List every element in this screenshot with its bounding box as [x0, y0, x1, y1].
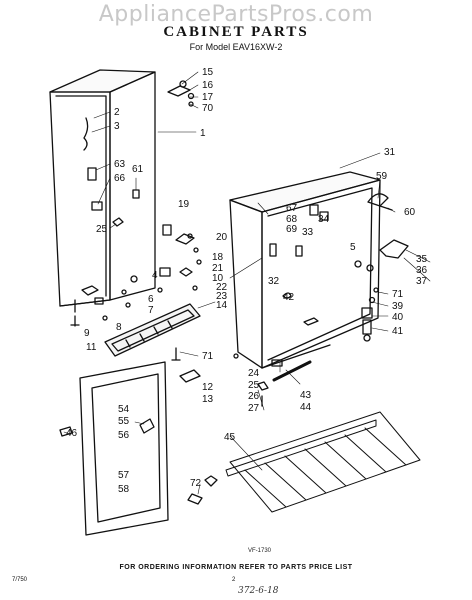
callout-57: 57 [118, 470, 130, 481]
callout-1: 1 [200, 128, 206, 139]
callout-18: 18 [212, 252, 224, 263]
callout-40: 40 [392, 312, 404, 323]
right-cabinet-liner [229, 171, 381, 369]
callout-42: 42 [283, 292, 295, 303]
page-code: 7/750 [12, 577, 28, 583]
left-cabinet-small-parts [70, 117, 202, 327]
callout-22: 22 [216, 282, 228, 293]
callout-8: 8 [116, 322, 122, 333]
left-cabinet-liner [49, 69, 156, 313]
callout-55: 55 [118, 416, 130, 427]
callout-13: 13 [202, 394, 214, 405]
callout-21: 21 [212, 263, 224, 274]
callout-32: 32 [268, 276, 280, 287]
callout-41: 41 [392, 326, 404, 337]
callout-45: 45 [224, 432, 236, 443]
callout-56: 56 [118, 430, 130, 441]
callout-71-center: 71 [202, 351, 214, 362]
callout-25-left: 25 [96, 224, 108, 235]
freezer-lower-parts [233, 353, 312, 407]
callout-43: 43 [300, 390, 312, 401]
callout-10: 10 [212, 273, 224, 284]
callout-9: 9 [84, 328, 90, 339]
figure-code: VF-1730 [248, 548, 272, 554]
callout-44: 44 [300, 402, 312, 413]
callout-17: 17 [202, 92, 214, 103]
callout-15: 15 [202, 67, 214, 78]
wire-shelf-part-45 [225, 411, 421, 513]
callout-labels: 15 16 17 70 1 2 3 63 66 61 25 19 20 18 2… [66, 67, 428, 554]
callout-67: 67 [286, 203, 298, 214]
callout-35: 35 [416, 254, 428, 265]
callout-72: 72 [190, 478, 202, 489]
callout-6: 6 [148, 294, 154, 305]
callout-68: 68 [286, 214, 298, 225]
callout-19: 19 [178, 199, 190, 210]
page-number: 2 [232, 577, 236, 583]
callout-66: 66 [114, 173, 126, 184]
callout-61: 61 [132, 164, 144, 175]
model-subtitle: For Model EAV16XW-2 [189, 42, 283, 52]
diagram-title: CABINET PARTS [163, 24, 309, 40]
callout-69: 69 [286, 224, 298, 235]
callout-7: 7 [148, 305, 154, 316]
callout-4: 4 [152, 270, 158, 281]
callout-3: 3 [114, 121, 120, 132]
handwritten-note: 372-6-18 [238, 586, 279, 596]
callout-70: 70 [202, 103, 214, 114]
callout-20: 20 [216, 232, 228, 243]
callout-24: 24 [248, 368, 260, 379]
callout-16: 16 [202, 80, 214, 91]
callout-14: 14 [216, 300, 228, 311]
callout-37: 37 [416, 276, 428, 287]
hinge-assembly-top [167, 80, 195, 107]
freezer-side-parts [354, 193, 409, 342]
callout-34: 34 [318, 214, 330, 225]
grille-part-14 [104, 303, 201, 357]
callout-25-right: 25 [248, 380, 260, 391]
callout-31: 31 [384, 147, 396, 158]
callout-27: 27 [248, 403, 260, 414]
watermark: AppliancePartsPros.com [98, 2, 374, 27]
callout-leaders [63, 71, 431, 495]
callout-39: 39 [392, 301, 404, 312]
callout-23: 23 [216, 291, 228, 302]
callout-60: 60 [404, 207, 416, 218]
door-gasket-frame [59, 361, 169, 536]
callout-63: 63 [114, 159, 126, 170]
callout-11: 11 [86, 342, 97, 353]
callout-46: 46 [66, 428, 78, 439]
callout-5: 5 [350, 242, 356, 253]
callout-71-right: 71 [392, 289, 404, 300]
callout-26: 26 [248, 391, 260, 402]
center-small-parts [171, 347, 218, 505]
callout-33: 33 [302, 227, 314, 238]
callout-58: 58 [118, 484, 130, 495]
ordering-footer: FOR ORDERING INFORMATION REFER TO PARTS … [119, 564, 353, 571]
callout-36: 36 [416, 265, 428, 276]
callout-54: 54 [118, 404, 130, 415]
callout-12: 12 [202, 382, 214, 393]
callout-2: 2 [114, 107, 120, 118]
callout-59: 59 [376, 171, 388, 182]
